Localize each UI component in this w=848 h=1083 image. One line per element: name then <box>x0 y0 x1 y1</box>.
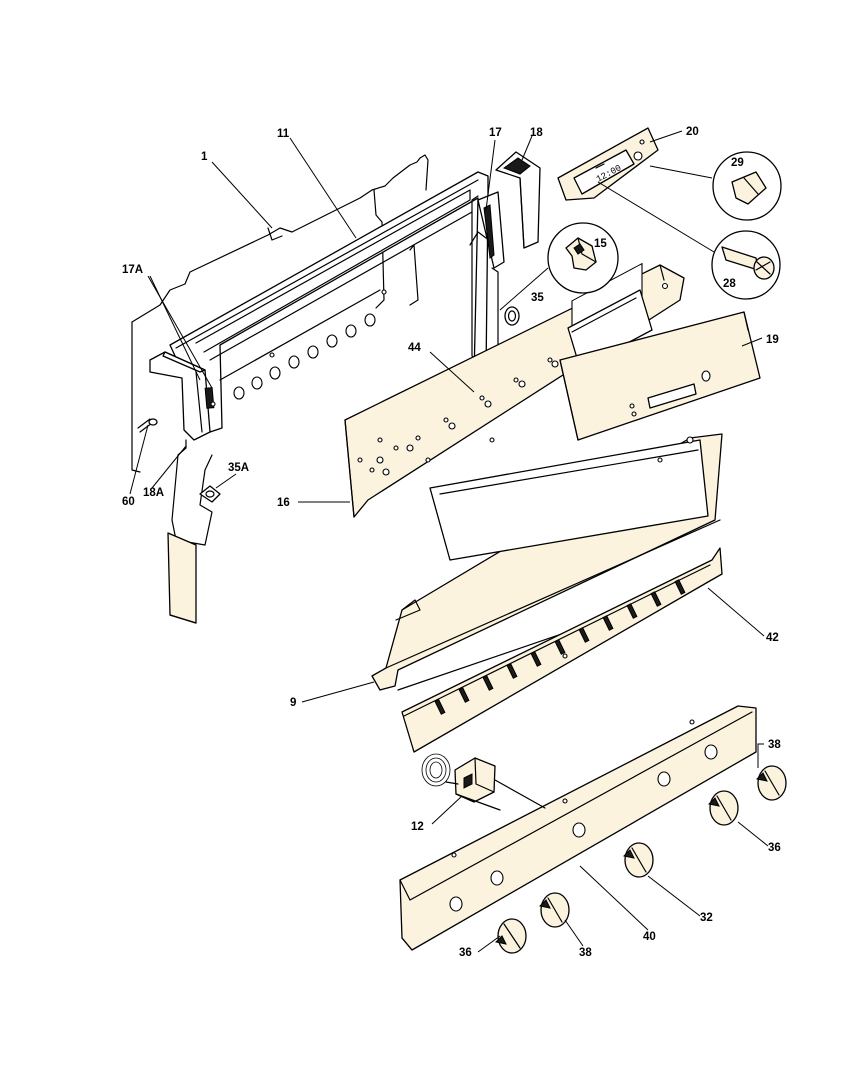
callout-35: 35 <box>531 292 544 304</box>
left-end-bracket-part-17a <box>149 351 216 441</box>
callout-20: 20 <box>686 126 699 138</box>
overlay-panel-part-19 <box>559 311 761 441</box>
left-side-strip-part-18a <box>167 439 213 624</box>
lower-trim-part-9 <box>371 433 723 691</box>
callout-1: 1 <box>201 151 208 163</box>
callout-42: 42 <box>766 632 779 644</box>
clip-part-15-detail <box>499 222 619 311</box>
callout-12: 12 <box>411 821 424 833</box>
callout-11: 11 <box>277 128 290 140</box>
callout-19: 19 <box>766 334 779 346</box>
callout-18: 18 <box>530 127 543 139</box>
right-end-cap-part-18 <box>495 151 541 249</box>
panel-holes <box>357 357 559 476</box>
callout-38-top: 38 <box>768 739 781 751</box>
callout-16: 16 <box>277 497 290 509</box>
callout-28: 28 <box>723 278 736 290</box>
clock-shaft-part-28-detail <box>597 181 781 300</box>
control-knobs <box>494 765 787 954</box>
callout-17: 17 <box>489 127 502 139</box>
callout-35a: 35A <box>228 462 249 474</box>
frame-panel-part-11 <box>169 171 489 433</box>
knob-36-lower-left <box>494 918 527 954</box>
callout-36-right: 36 <box>768 842 781 854</box>
callout-40: 40 <box>643 931 656 943</box>
right-bracket-part-17 <box>469 191 505 269</box>
grommet-part-35a <box>199 485 221 503</box>
knob-38-lower <box>538 892 570 928</box>
leader-lines <box>129 130 769 953</box>
grommet-part-35 <box>504 306 520 326</box>
vent-grille-part-42 <box>401 547 723 753</box>
back-panel-part-1 <box>131 154 429 473</box>
callout-18a: 18A <box>143 487 164 499</box>
callout-15: 15 <box>594 238 607 250</box>
callout-29: 29 <box>731 157 744 169</box>
callout-60: 60 <box>122 496 135 508</box>
callout-38-bottom: 38 <box>579 947 592 959</box>
callout-9: 9 <box>290 697 296 709</box>
screw-part-60 <box>137 418 158 433</box>
knob-panel-part-40 <box>399 705 757 951</box>
knob-38-upper-right <box>755 765 787 801</box>
clock-bracket-part-20: 12:00 <box>557 127 659 201</box>
callout-labels: 1 11 17 18 20 29 15 28 35 17A 44 19 35A … <box>122 126 781 959</box>
knob-36-right <box>707 790 739 826</box>
callout-17a: 17A <box>122 264 143 276</box>
callout-32: 32 <box>700 912 713 924</box>
switch-part-12 <box>421 753 546 811</box>
clock-knob-part-29-detail <box>649 151 782 221</box>
knob-32 <box>622 842 654 878</box>
callout-36-bottom: 36 <box>459 947 472 959</box>
vent-slots <box>434 579 686 715</box>
callout-44: 44 <box>408 342 421 354</box>
control-panel-part-16 <box>344 262 685 518</box>
